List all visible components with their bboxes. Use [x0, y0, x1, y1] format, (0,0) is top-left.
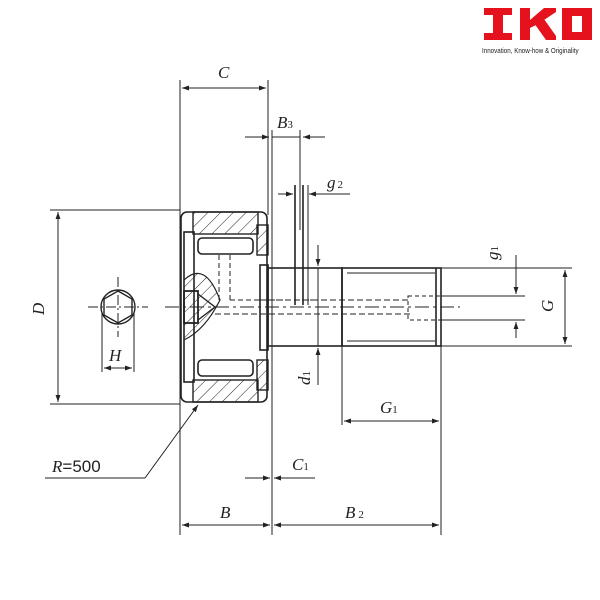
label-H: H — [108, 346, 123, 365]
logo-tagline: Innovation, Know-how & Originality — [482, 46, 579, 55]
label-R500: R=500 — [51, 457, 101, 476]
label-D: D — [29, 302, 48, 316]
label-B3: B3 — [277, 113, 293, 132]
label-C: C — [218, 63, 230, 82]
label-C1: C1 — [292, 455, 309, 474]
label-B: B — [220, 503, 231, 522]
label-G1: G1 — [380, 398, 398, 417]
label-d1: d1 — [295, 371, 314, 385]
iko-wordmark — [484, 8, 592, 40]
label-G: G — [538, 300, 557, 312]
iko-logo: Innovation, Know-how & Originality — [482, 6, 594, 62]
label-g1: g1 — [483, 246, 502, 260]
